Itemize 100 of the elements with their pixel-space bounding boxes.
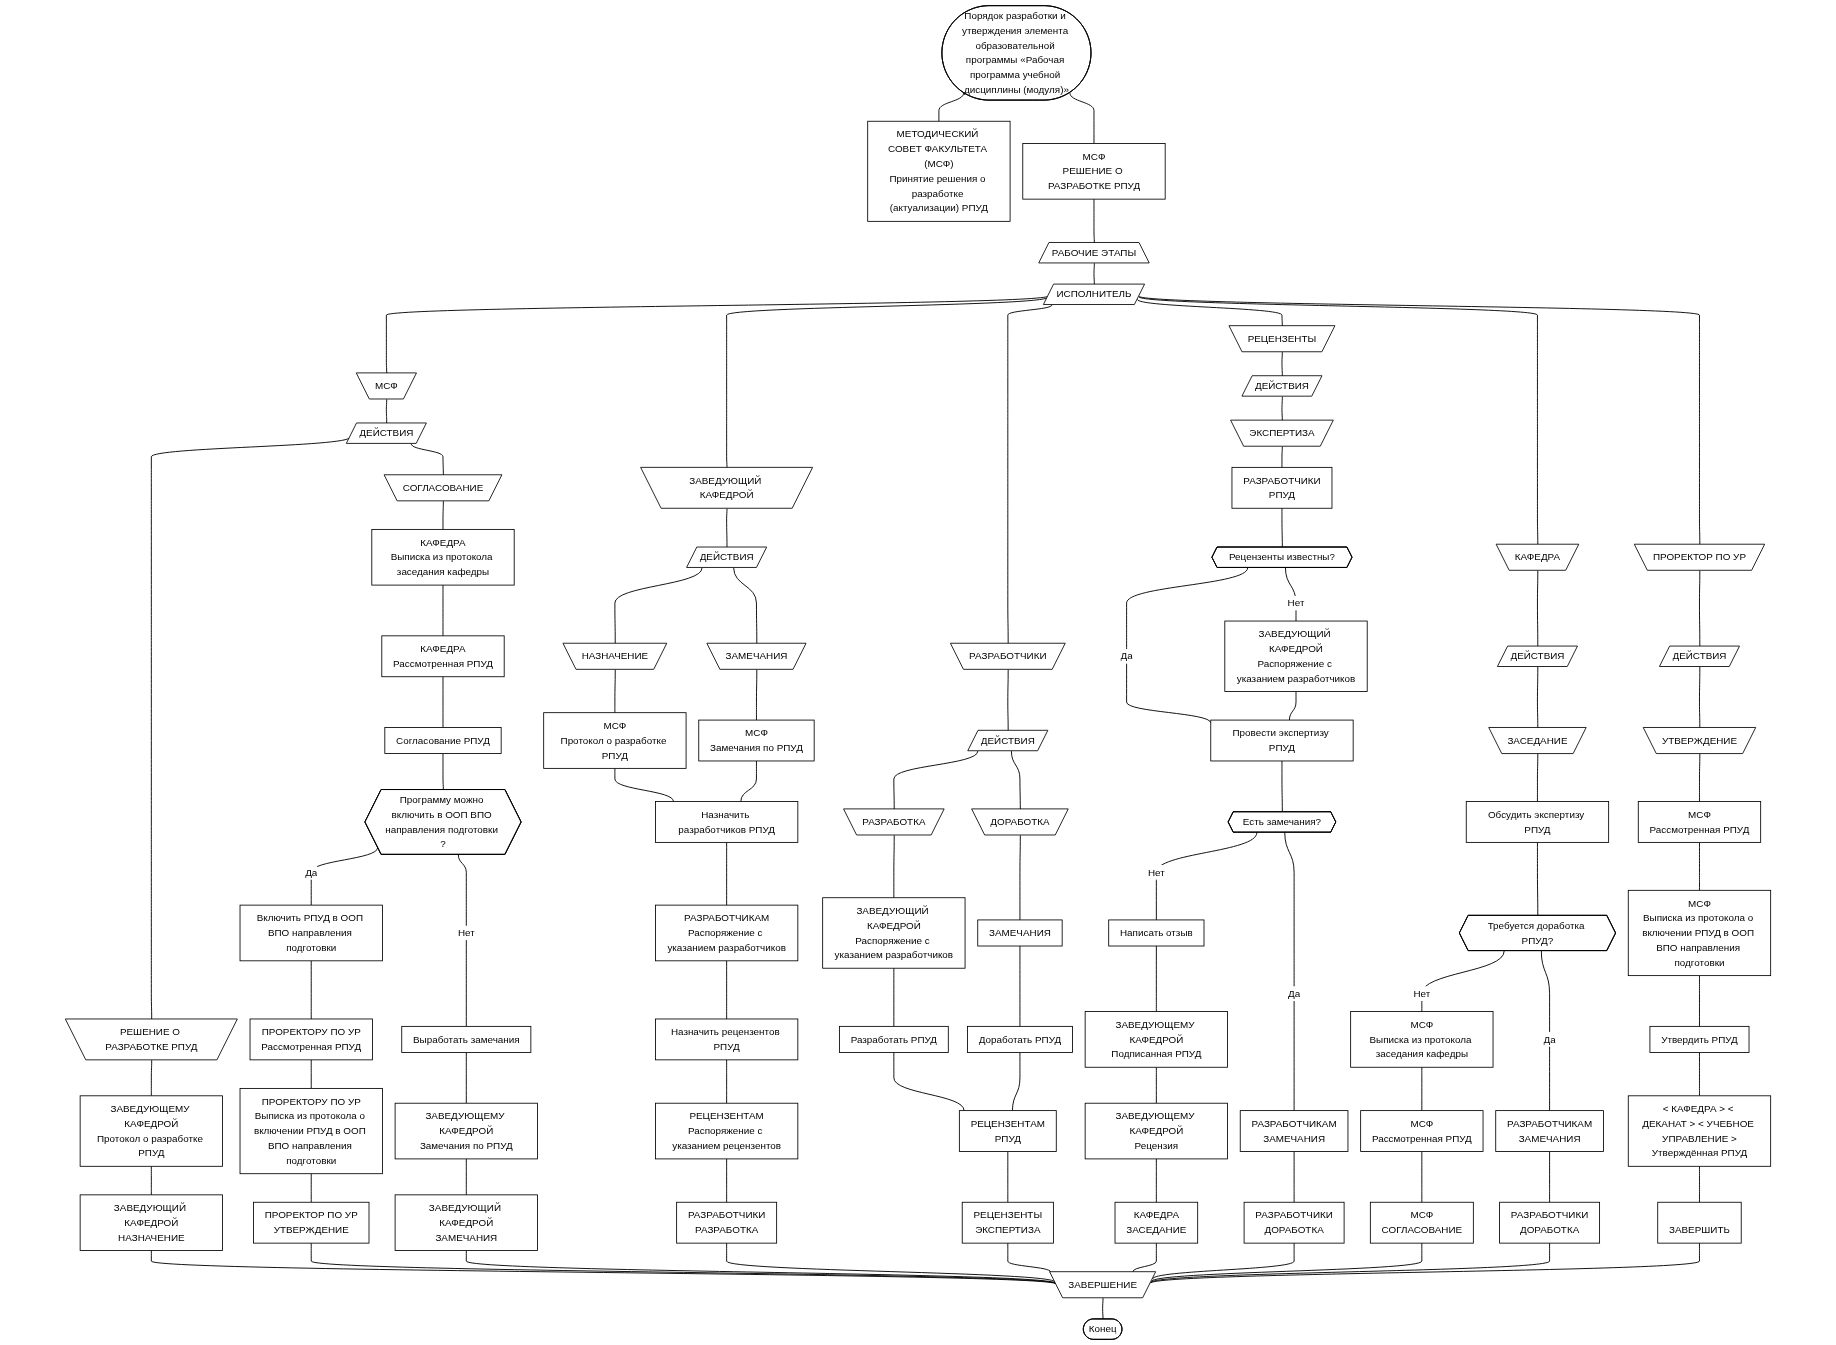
connector bbox=[1281, 446, 1283, 468]
node-box: МСФ Выписка из протокола заседания кафедры bbox=[1350, 1011, 1494, 1068]
connector bbox=[726, 1158, 728, 1203]
node-box: РАЗРАБОТЧИКИ ДОРАБОТКА bbox=[1499, 1201, 1600, 1244]
connector bbox=[442, 584, 444, 637]
connector bbox=[1012, 1052, 1021, 1112]
node-box: ЗАВЕДУЮЩЕМУ КАФЕДРОЙ Протокол о разработке РПУД bbox=[79, 1095, 223, 1167]
node-box: МСФ Выписка из протокола о включении РПУД в ООП ВПО направления подготовки bbox=[1627, 889, 1772, 977]
connector bbox=[1537, 841, 1539, 917]
connector bbox=[465, 1052, 467, 1104]
connector bbox=[1549, 1151, 1551, 1203]
connector bbox=[1699, 1165, 1700, 1203]
node-box: < КАФЕДРА > < ДЕКАНАТ > < УЧЕБНОЕ УПРАВЛЕНИЕ > Утверждённая РПУД bbox=[1627, 1095, 1772, 1167]
node-box: ЗАВЕДУЮЩЕМУ КАФЕДРОЙ Подписанная РПУД bbox=[1084, 1011, 1228, 1068]
connector bbox=[614, 669, 616, 714]
node-box: РЕЦЕНЗЕНТЫ ЭКСПЕРТИЗА bbox=[961, 1201, 1054, 1244]
connector bbox=[442, 676, 444, 728]
connector bbox=[1132, 1242, 1157, 1273]
node-box: КАФЕДРА Выписка из протокола заседания кафедры bbox=[371, 528, 515, 586]
node-box: ЗАВЕРШИТЬ bbox=[1657, 1201, 1742, 1244]
connector bbox=[1699, 753, 1701, 802]
connector bbox=[1421, 1151, 1423, 1203]
connector bbox=[1284, 832, 1295, 1112]
connector bbox=[1540, 950, 1551, 1112]
node-box: ЗАВЕДУЮЩИЙ КАФЕДРОЙ Распоряжение с указанием разработчиков bbox=[822, 897, 966, 969]
edge-label: Нет bbox=[1147, 866, 1165, 878]
connector bbox=[1150, 1242, 1551, 1283]
connector bbox=[733, 567, 758, 645]
node-box: РАЗРАБОТЧИКАМ ЗАМЕЧАНИЯ bbox=[1495, 1110, 1604, 1152]
connector bbox=[726, 1242, 1056, 1283]
node-box: КАФЕДРА Рассмотренная РПУД bbox=[381, 635, 505, 678]
connector bbox=[726, 841, 728, 906]
node-box: ПРОРЕКТОР ПО УР УТВЕРЖДЕНИЕ bbox=[253, 1201, 370, 1244]
connector bbox=[1421, 950, 1505, 1013]
connector bbox=[1138, 295, 1701, 545]
connector bbox=[1537, 753, 1539, 802]
node-box: МСФ Протокол о разработке РПУД bbox=[543, 712, 687, 769]
node-box: Доработать РПУД bbox=[967, 1025, 1073, 1053]
connector bbox=[1281, 351, 1283, 377]
connector bbox=[310, 960, 312, 1020]
node-box: МСФ РЕШЕНИЕ О РАЗРАБОТКЕ РПУД bbox=[1022, 143, 1166, 200]
node-box: Согласование РПУД bbox=[384, 727, 502, 754]
connector bbox=[1137, 298, 1283, 327]
connector bbox=[1281, 396, 1283, 421]
node-box: ПРОРЕКТОРУ ПО УР Выписка из протокола о включении РПУД в ООП ВПО направления подготовки bbox=[239, 1088, 383, 1175]
edge-label: Да bbox=[1543, 1033, 1556, 1045]
connector bbox=[1138, 296, 1539, 545]
connector bbox=[310, 1173, 312, 1203]
edge-label: Нет bbox=[1287, 597, 1305, 609]
node-box: РЕЦЕНЗЕНТАМ Распоряжение с указанием рецензентов bbox=[655, 1102, 799, 1160]
connector bbox=[726, 960, 728, 1020]
node-box: ЗАВЕДУЮЩИЙ КАФЕДРОЙ НАЗНАЧЕНИЕ bbox=[79, 1194, 223, 1251]
node-box: ПРОРЕКТОРУ ПО УР Рассмотренная РПУД bbox=[249, 1018, 373, 1061]
connector bbox=[1152, 1242, 1295, 1280]
edge-label: Да bbox=[1288, 987, 1301, 999]
edge-label: Да bbox=[1120, 650, 1133, 662]
node-box: ЗАМЕЧАНИЯ bbox=[977, 919, 1063, 947]
connector bbox=[410, 443, 444, 476]
connector bbox=[1007, 304, 1053, 645]
node-box: Обсудить экспертизу РПУД bbox=[1465, 801, 1610, 843]
connector bbox=[893, 834, 895, 899]
connector bbox=[150, 1165, 152, 1196]
node-box: Утвердить РПУД bbox=[1649, 1025, 1750, 1053]
connector bbox=[1126, 567, 1249, 724]
connector bbox=[1093, 198, 1095, 244]
connector bbox=[893, 750, 979, 810]
connector bbox=[150, 1250, 1057, 1285]
connector bbox=[1150, 1242, 1423, 1282]
connector bbox=[614, 767, 674, 802]
connector bbox=[726, 508, 728, 548]
connector bbox=[1007, 669, 1009, 732]
connector bbox=[442, 753, 444, 791]
node-box: РАЗРАБОТЧИКИ РПУД bbox=[1231, 466, 1333, 509]
node-box: ЗАВЕДУЮЩИЙ КАФЕДРОЙ ЗАМЕЧАНИЯ bbox=[394, 1194, 538, 1251]
connector bbox=[614, 567, 703, 645]
edge-label: Да bbox=[305, 866, 318, 878]
connector bbox=[1699, 1052, 1700, 1097]
connector bbox=[1288, 691, 1297, 721]
connector bbox=[1281, 760, 1283, 813]
connector bbox=[1281, 507, 1283, 548]
connector bbox=[1019, 834, 1021, 921]
connector bbox=[1155, 945, 1157, 1013]
edge-label: Нет bbox=[457, 926, 475, 939]
connector bbox=[1537, 570, 1539, 647]
node-box: МСФ Рассмотренная РПУД bbox=[1637, 801, 1762, 843]
connector bbox=[465, 1158, 467, 1196]
node-box: Выработать замечания bbox=[401, 1025, 532, 1053]
node-box: ЗАВЕДУЮЩЕМУ КАФЕДРОЙ Замечания по РПУД bbox=[394, 1102, 538, 1160]
node-box: Назначить рецензентов РПУД bbox=[655, 1018, 799, 1061]
connector bbox=[1421, 1066, 1423, 1112]
connector bbox=[1699, 666, 1701, 729]
connector bbox=[1093, 262, 1095, 285]
edge-label: Нет bbox=[1413, 987, 1431, 999]
connector bbox=[1699, 975, 1700, 1027]
connector bbox=[1699, 570, 1701, 647]
node-box: РАЗРАБОТЧИКАМ ЗАМЕЧАНИЯ bbox=[1239, 1110, 1349, 1152]
node-box: РАЗРАБОТЧИКАМ Распоряжение с указанием разработчиков bbox=[655, 904, 799, 962]
node-box: ЗАВЕДУЮЩИЙ КАФЕДРОЙ Распоряжение с указанием разработчиков bbox=[1224, 620, 1368, 692]
connector bbox=[457, 854, 467, 1027]
connector bbox=[310, 1059, 312, 1089]
